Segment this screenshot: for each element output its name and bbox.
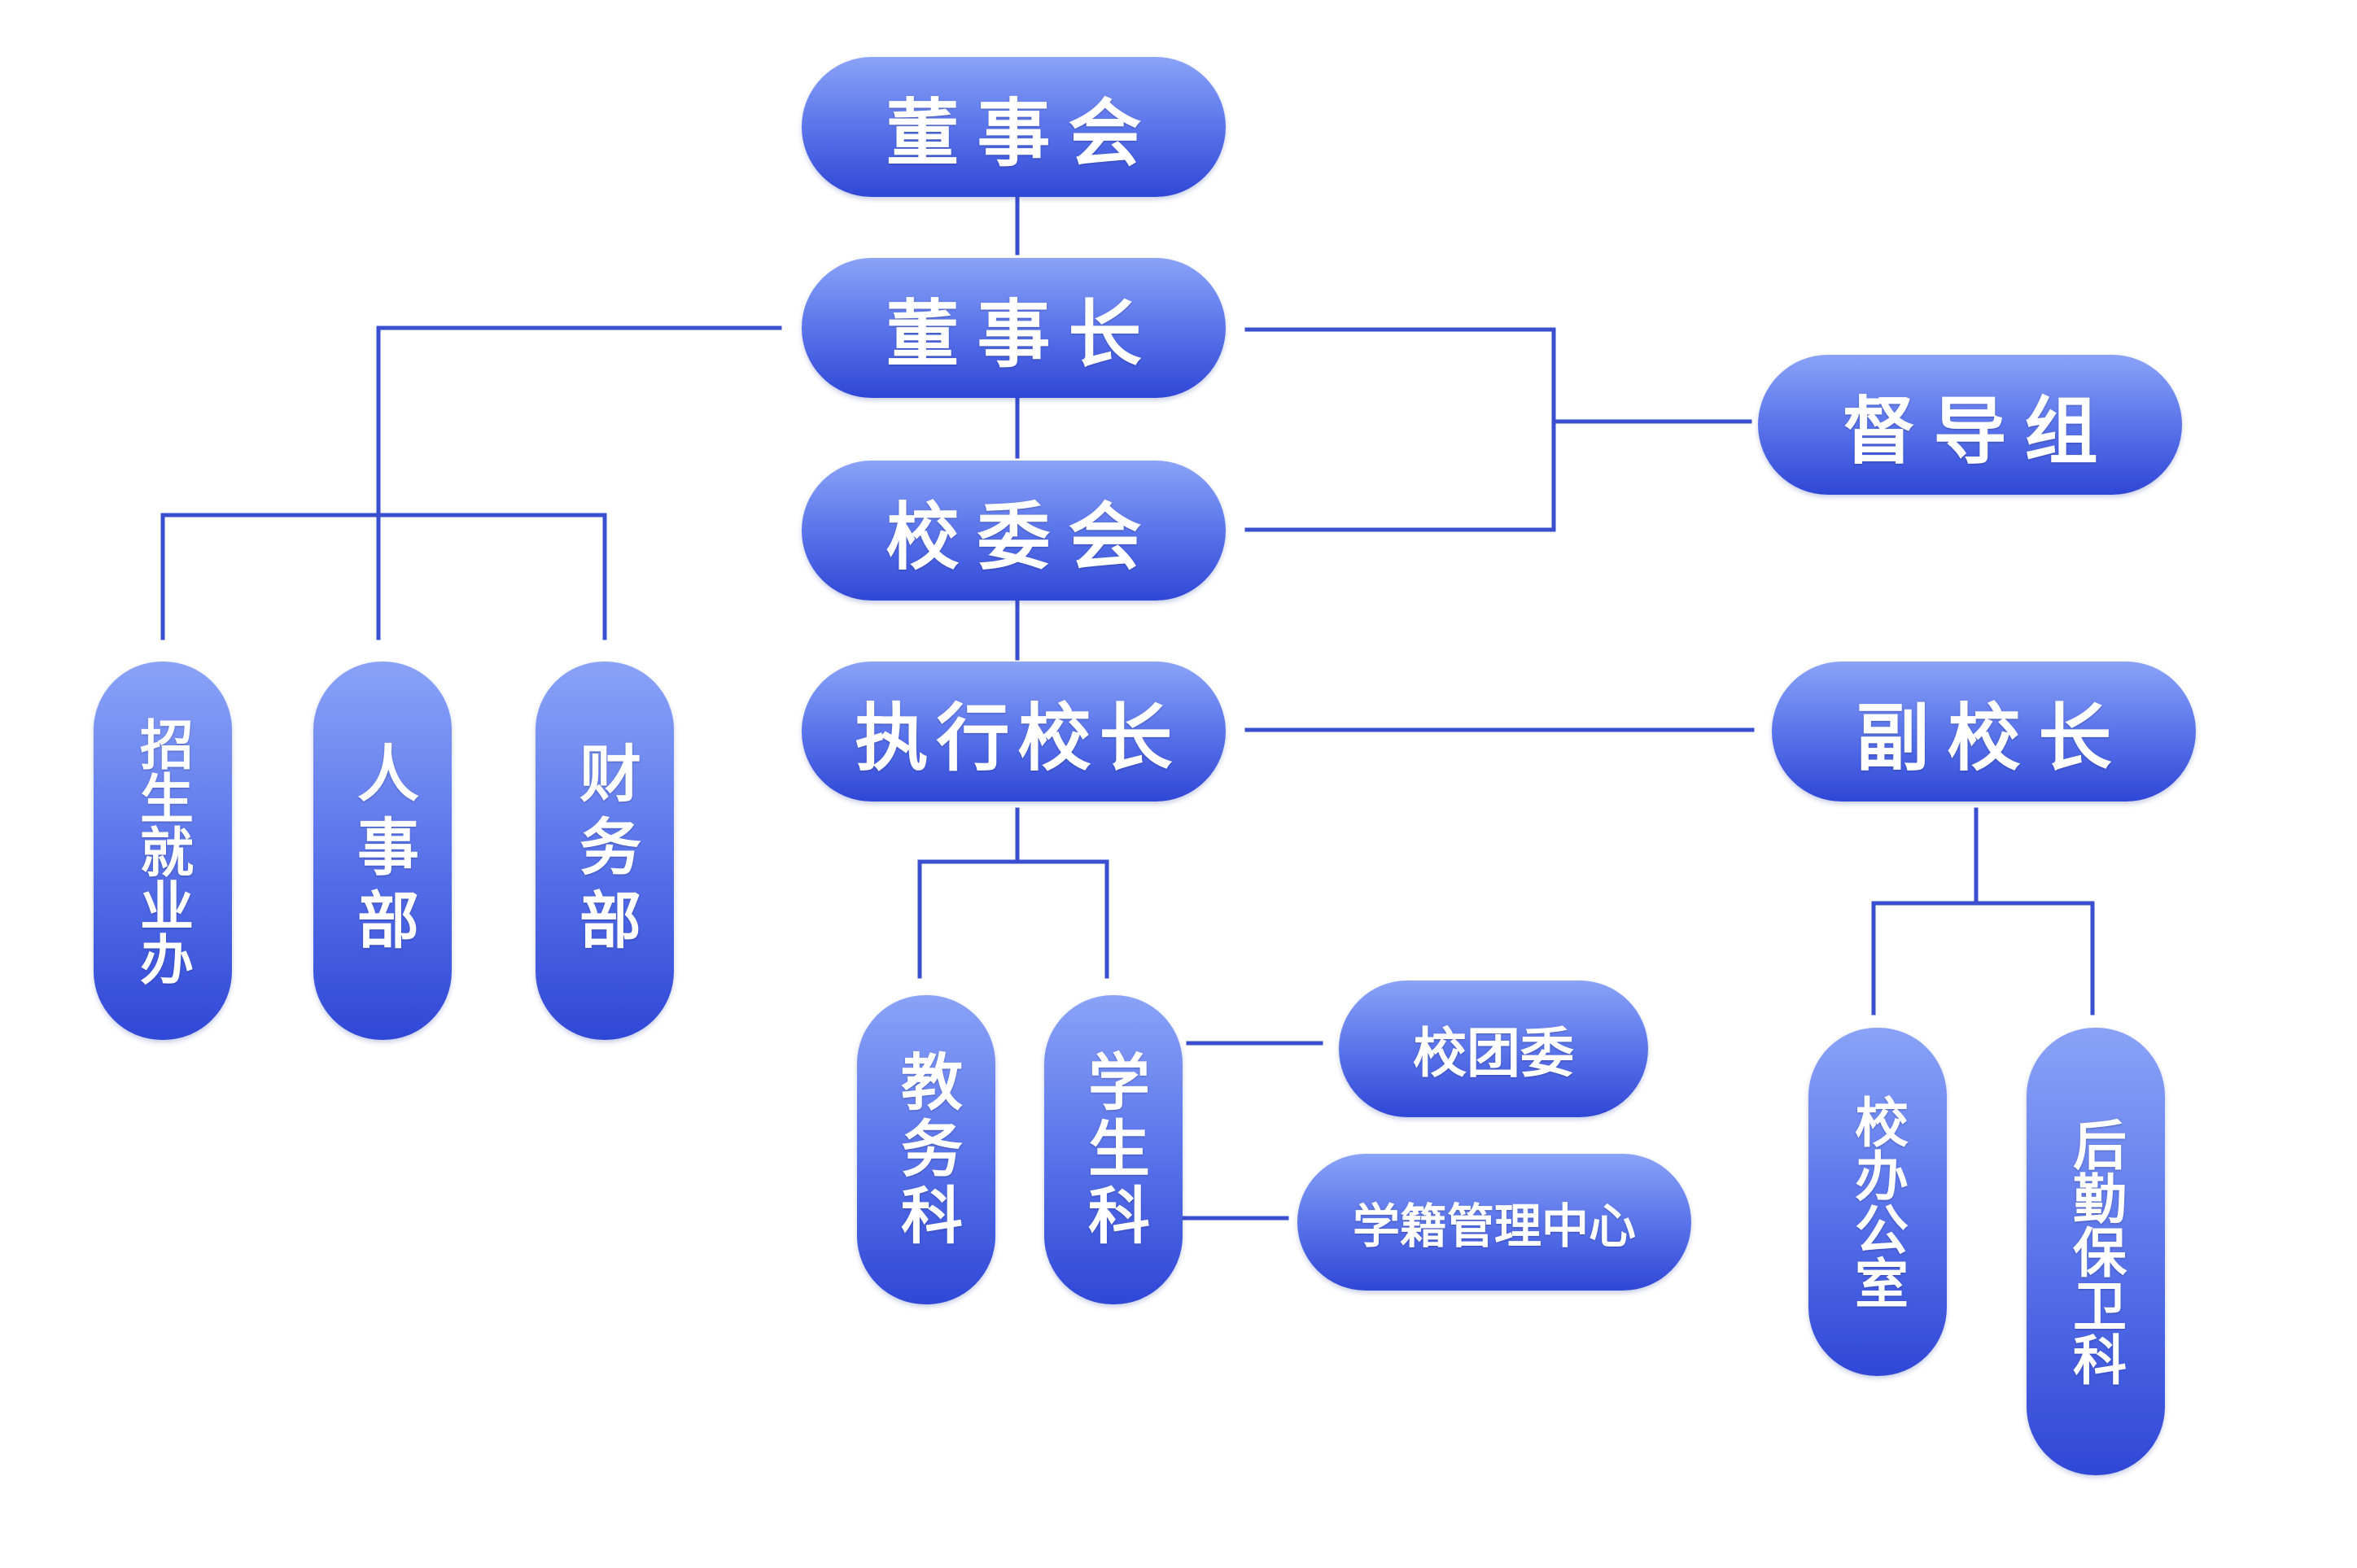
line-academic-student-bus — [917, 859, 1109, 979]
line-vice-bus — [1871, 901, 2095, 1015]
line-chairman-left-branch — [376, 325, 782, 640]
node-vice-principal: 副校长 — [1772, 662, 2196, 801]
node-logistics-security: 后勤保卫科 — [2027, 1028, 2165, 1475]
node-youth-league: 校团委 — [1339, 981, 1648, 1117]
node-student-affairs: 学生科 — [1044, 995, 1183, 1304]
node-enrollment-office: 招生就业办 — [94, 662, 232, 1040]
node-executive-principal: 执行校长 — [802, 662, 1226, 801]
node-hr-department: 人事部 — [313, 662, 452, 1040]
line-chairman-supervision — [1244, 327, 1556, 532]
node-chairman: 董事长 — [802, 258, 1226, 398]
node-registry-center: 学籍管理中心 — [1297, 1154, 1691, 1291]
node-academic-affairs: 教务科 — [857, 995, 995, 1304]
node-principal-office: 校办公室 — [1808, 1028, 1947, 1376]
node-board: 董事会 — [802, 57, 1226, 197]
line-left-bus — [160, 513, 607, 640]
node-supervision-group: 督导组 — [1758, 355, 2182, 495]
node-school-committee: 校委会 — [802, 461, 1226, 601]
node-finance-department: 财务部 — [536, 662, 674, 1040]
